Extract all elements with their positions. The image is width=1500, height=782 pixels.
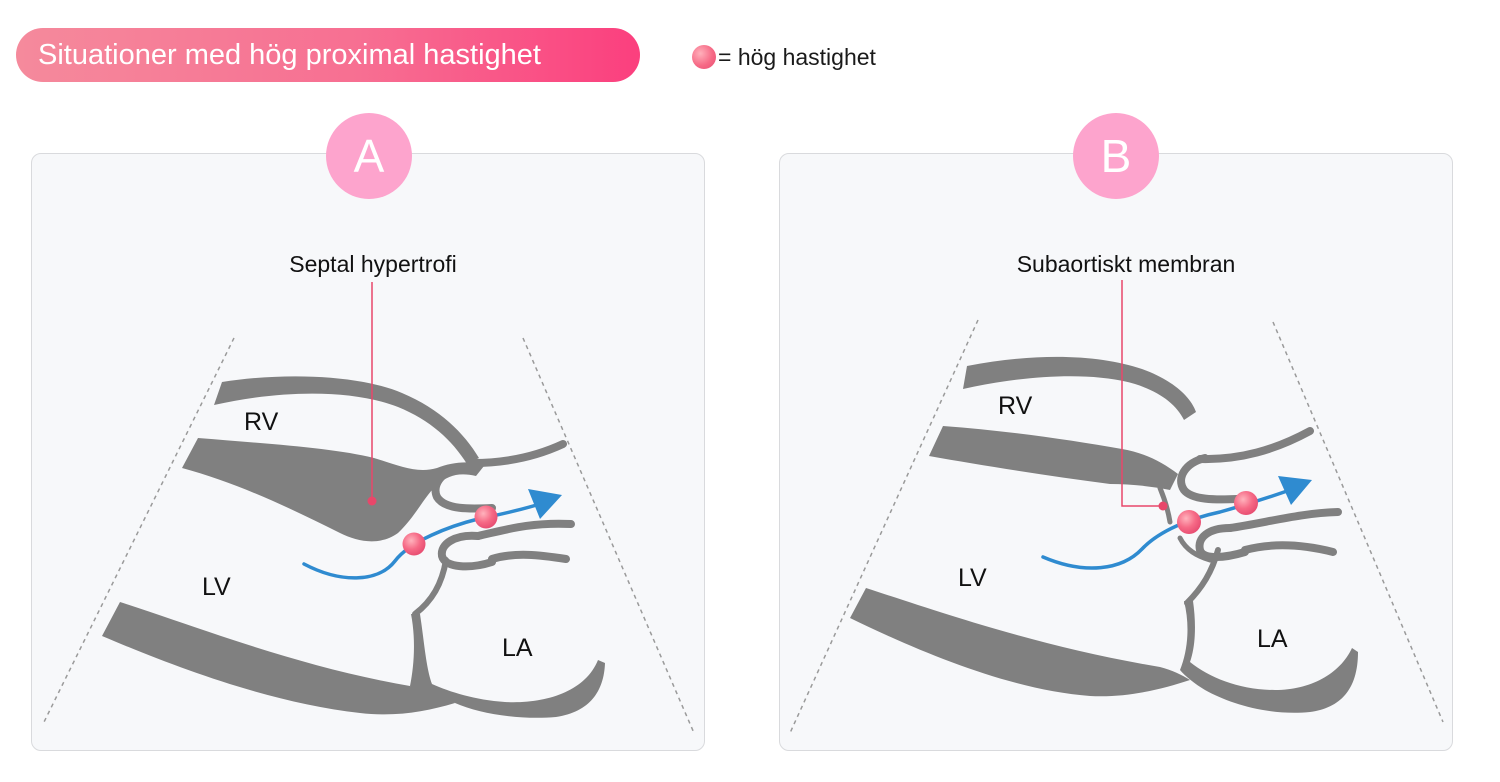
aortic-root-upper: [431, 463, 496, 513]
high-velocity-dot-2: [1234, 491, 1258, 515]
la-label: LA: [502, 634, 533, 662]
diagram-b: Subaortiskt membran RV LV LA: [789, 251, 1444, 734]
annotation-label: Subaortiskt membran: [1017, 251, 1236, 277]
annotation-leader-line: [1121, 280, 1163, 507]
ascending-aorta-lower: [1226, 508, 1342, 532]
annotation-anchor-dot: [1158, 501, 1168, 511]
sector-edge-left: [789, 319, 979, 734]
flow-arrowhead: [528, 489, 562, 519]
high-velocity-dot-1: [1177, 510, 1201, 534]
panel-a-badge: A: [326, 113, 412, 199]
mitral-leaflet-anterior: [412, 557, 449, 617]
annotation-label: Septal hypertrofi: [289, 251, 456, 277]
thick-septum: [182, 438, 484, 542]
legend-label: = hög hastighet: [718, 43, 876, 70]
ascending-aorta-lower: [474, 519, 575, 540]
high-velocity-dot-2: [474, 505, 498, 529]
aortic-root-lower: [1195, 524, 1249, 561]
la-wall: [1180, 601, 1358, 713]
sinus-lower-tail: [1241, 541, 1337, 556]
sector-edge-right: [1272, 321, 1444, 723]
aortic-root-lower: [437, 531, 496, 571]
diagram-a: Septal hypertrofi RV LV LA: [43, 251, 695, 734]
la-label: LA: [1257, 625, 1288, 653]
legend: = hög hastighet: [692, 42, 876, 72]
sinus-lower-tail: [488, 550, 570, 563]
page-title: Situationer med hög proximal hastighet: [16, 28, 640, 82]
high-velocity-dot-1: [402, 532, 426, 556]
annotation-anchor-dot: [367, 496, 377, 506]
lv-label: LV: [958, 564, 987, 592]
subaortic-membrane-lower: [1177, 535, 1213, 563]
ascending-aorta-upper: [1196, 427, 1314, 464]
high-velocity-marker-icon: [692, 45, 716, 69]
lv-posterior-wall: [850, 588, 1190, 697]
aortic-root-upper: [1177, 454, 1241, 504]
septum: [929, 426, 1178, 490]
mitral-leaflet-anterior: [1184, 547, 1221, 606]
ascending-aorta-upper: [469, 440, 567, 467]
panel-b-badge: B: [1073, 113, 1159, 199]
flow-arrowhead: [1278, 476, 1312, 505]
lv-label: LV: [202, 573, 231, 601]
lv-posterior-wall: [102, 602, 455, 715]
rv-label: RV: [998, 392, 1033, 420]
rv-free-wall: [963, 356, 1196, 420]
rv-label: RV: [244, 408, 279, 436]
sector-edge-right: [522, 337, 695, 734]
rv-free-wall: [214, 376, 479, 464]
